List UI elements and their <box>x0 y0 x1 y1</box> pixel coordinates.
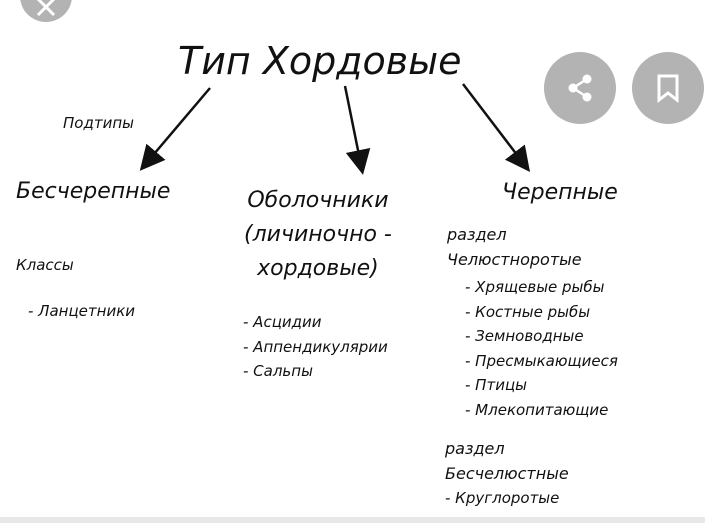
col3-name: Черепные <box>502 180 618 205</box>
col2-name-line: хордовые) <box>257 256 379 281</box>
list-item: - Хрящевые рыбы <box>465 278 605 296</box>
arrow-cherepnye <box>462 83 531 172</box>
col3-section1-items: - Хрящевые рыбы - Костные рыбы - Земново… <box>465 275 618 422</box>
arrow-bescherepnye <box>139 87 211 171</box>
col2-items: - Асцидии - Аппендикулярии - Сальпы <box>243 310 388 384</box>
list-item: - Круглоротые <box>445 489 560 507</box>
col1-classes-label: Классы <box>16 256 74 274</box>
diagram-title: Тип Хордовые <box>178 39 462 83</box>
col2-name-line: (личиночно - <box>244 222 392 247</box>
section-name: Бесчелюстные <box>445 463 569 483</box>
close-button[interactable] <box>20 0 72 22</box>
section-label: раздел <box>447 225 507 244</box>
col1-name: Бесчерепные <box>16 179 171 204</box>
list-item: - Сальпы <box>243 362 313 380</box>
list-item: - Костные рыбы <box>465 302 591 321</box>
list-item: - Аппендикулярии <box>243 337 388 356</box>
list-item: - Птицы <box>465 376 527 394</box>
col2-name-line: Оболочники <box>247 188 389 213</box>
list-item: - Асцидии <box>243 313 322 331</box>
section-label: раздел <box>445 439 505 458</box>
close-icon <box>36 0 56 17</box>
share-button[interactable] <box>544 52 616 124</box>
col1-item: - Ланцетники <box>28 302 135 320</box>
section-name: Челюстноротые <box>447 249 582 269</box>
subtypes-label: Подтипы <box>63 114 134 132</box>
bottom-bar <box>0 517 705 523</box>
col2-name: Оболочники (личиночно - хордовые) <box>244 184 392 286</box>
bookmark-button[interactable] <box>632 52 704 124</box>
list-item: - Млекопитающие <box>465 400 609 419</box>
list-item: - Земноводные <box>465 327 584 345</box>
arrow-obolochniki <box>343 85 371 175</box>
list-item: - Пресмыкающиеся <box>465 351 618 370</box>
col3-section1: раздел Челюстноротые <box>447 223 582 272</box>
bookmark-icon <box>657 74 679 103</box>
col3-section2: раздел Бесчелюстные - Круглоротые <box>445 437 569 511</box>
share-icon <box>568 74 592 102</box>
